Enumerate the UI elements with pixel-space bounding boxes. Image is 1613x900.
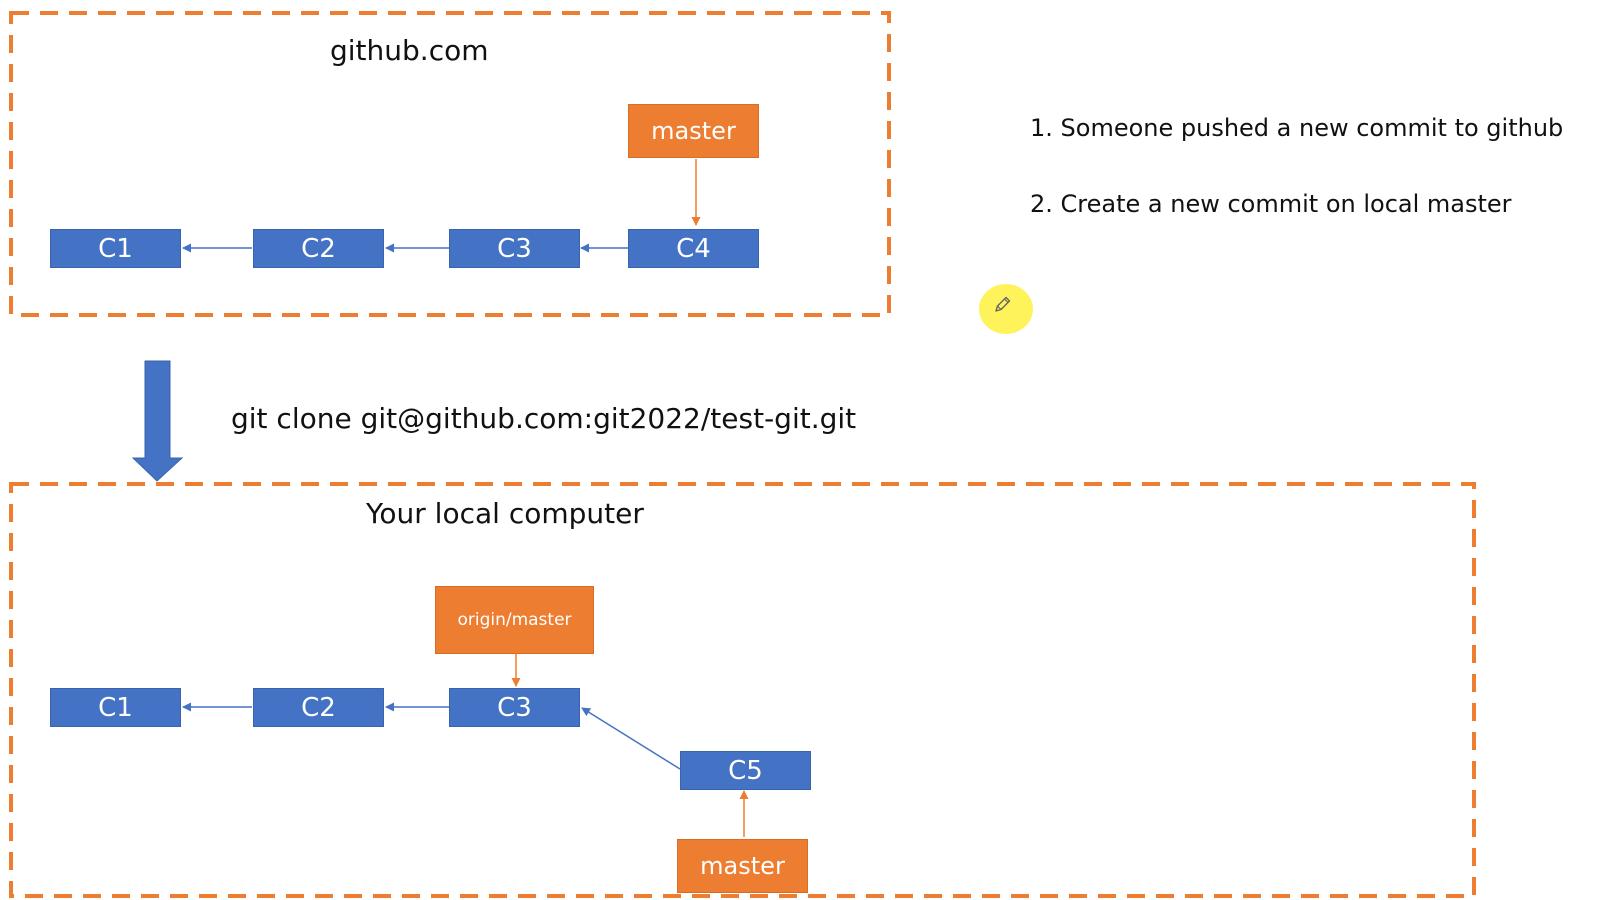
remote-container — [9, 11, 891, 317]
remote-commit-c2: C2 — [253, 229, 384, 268]
remote-title: github.com — [330, 34, 489, 67]
pencil-icon — [995, 296, 1011, 312]
origin-master-ref: origin/master — [435, 586, 594, 654]
local-master-ref: master — [677, 839, 808, 893]
cursor-highlight — [979, 284, 1033, 334]
remote-commit-c1: C1 — [50, 229, 181, 268]
clone-command: git clone git@github.com:git2022/test-gi… — [231, 402, 857, 435]
step-1: 1. Someone pushed a new commit to github — [1030, 114, 1564, 142]
local-commit-c2: C2 — [253, 688, 384, 727]
remote-commit-c3: C3 — [449, 229, 580, 268]
step-2: 2. Create a new commit on local master — [1030, 190, 1512, 218]
local-commit-c3: C3 — [449, 688, 580, 727]
clone-arrow — [131, 360, 184, 482]
local-commit-c5: C5 — [680, 751, 811, 790]
local-commit-c1: C1 — [50, 688, 181, 727]
local-container — [9, 482, 1476, 898]
remote-commit-c4: C4 — [628, 229, 759, 268]
remote-master-ref: master — [628, 104, 759, 158]
local-title: Your local computer — [366, 497, 644, 530]
local-link-c5-c3 — [581, 707, 681, 770]
